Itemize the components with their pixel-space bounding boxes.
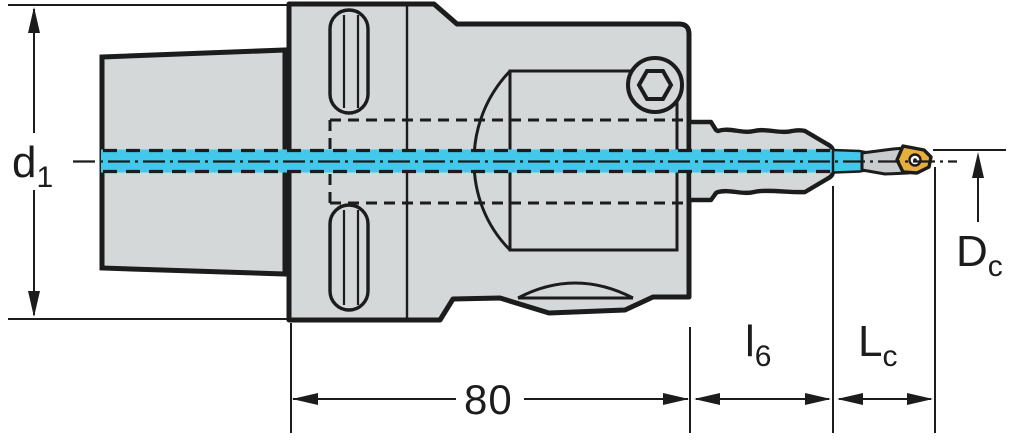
insert-screw-icon bbox=[908, 153, 922, 167]
bottom-recess-lens bbox=[517, 281, 634, 300]
label-d1: d1 bbox=[12, 138, 53, 194]
clamping-slot-top bbox=[328, 8, 370, 115]
clamping-slot-bottom bbox=[328, 203, 370, 312]
dimension-l6 bbox=[694, 186, 834, 433]
dimension-d1 bbox=[8, 4, 291, 320]
dimension-80 bbox=[290, 323, 691, 433]
label-l6: l6 bbox=[745, 317, 771, 373]
dimension-dc bbox=[933, 149, 1006, 222]
dimension-lc bbox=[837, 167, 936, 433]
label-80: 80 bbox=[464, 376, 513, 423]
label-dc: Dc bbox=[956, 227, 1003, 283]
hex-socket-screw-icon bbox=[626, 56, 684, 114]
label-lc: Lc bbox=[858, 317, 897, 373]
